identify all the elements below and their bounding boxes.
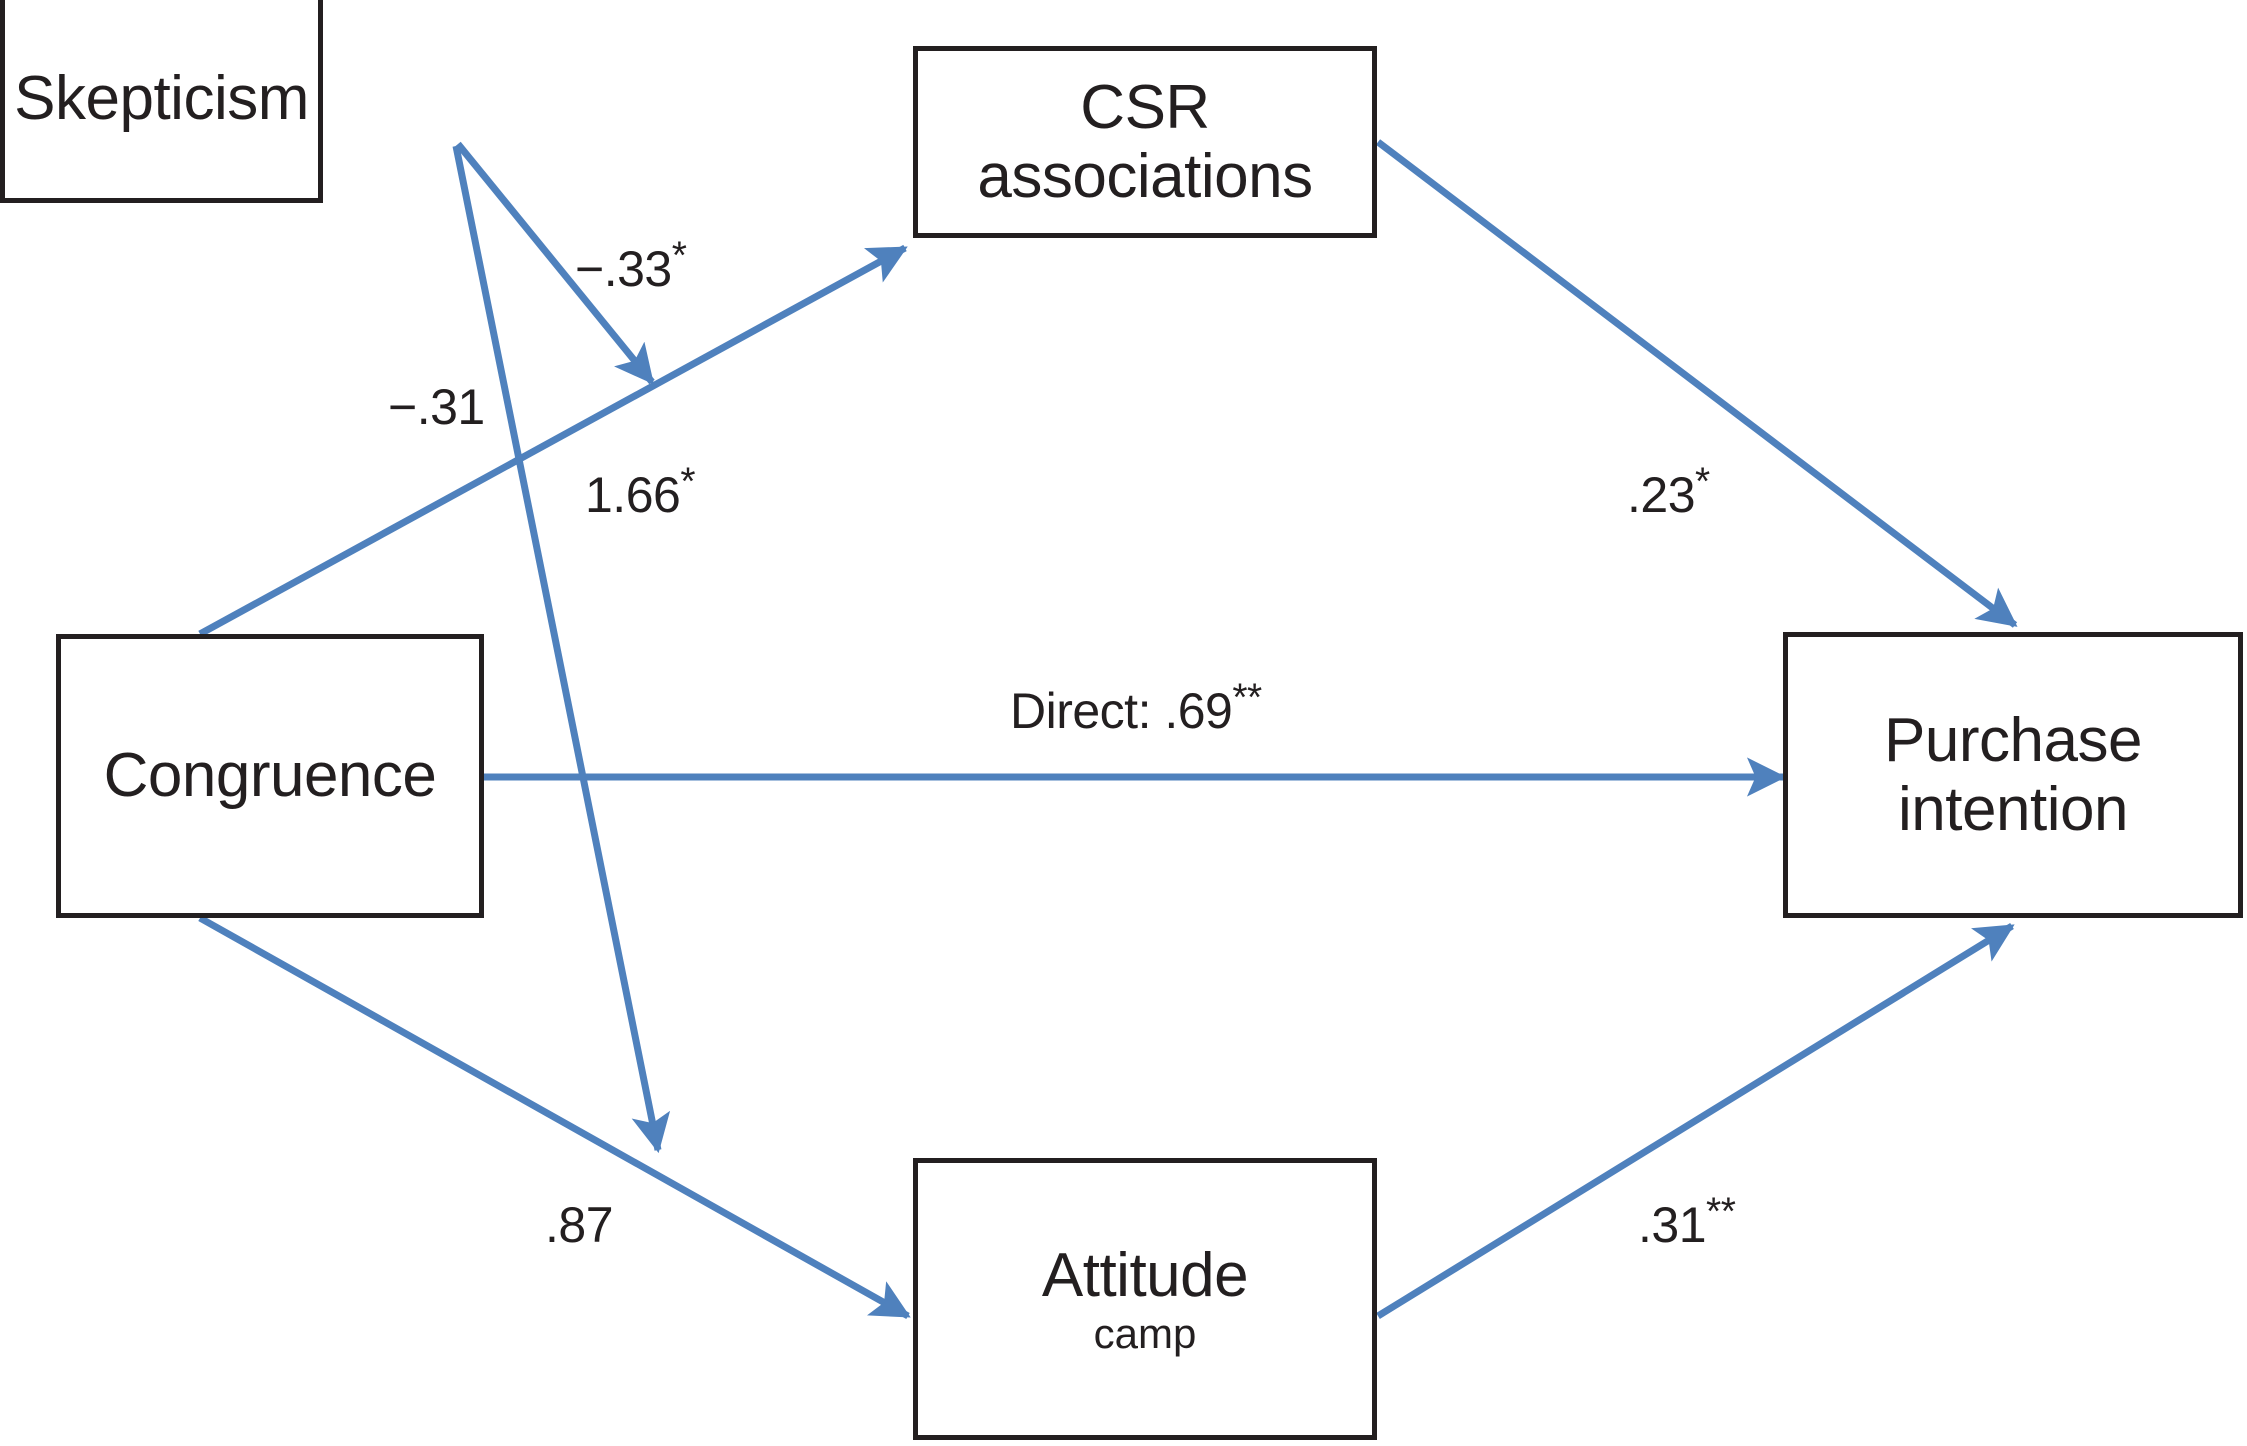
edge-label-attitude-to-purchase: .31** (1638, 1192, 1736, 1254)
node-congruence[interactable]: Congruence (56, 634, 484, 918)
edge-label-value: Direct: .69 (1010, 683, 1233, 739)
edge-label-value: .87 (545, 1197, 614, 1253)
node-purchase-intention[interactable]: Purchase intention (1783, 632, 2243, 918)
node-congruence-label: Congruence (103, 741, 437, 811)
edge-label-stars: ** (1706, 1190, 1736, 1234)
node-attitude-label: Attitude (1041, 1240, 1249, 1310)
edge-label-congruence-to-csr: 1.66* (585, 462, 696, 524)
edge-label-value: 1.66 (585, 467, 681, 523)
edge-congruence-to-attitude (198, 914, 911, 1320)
edge-label-stars: * (680, 460, 696, 504)
node-csr-label-line1: CSR (1080, 72, 1210, 142)
edge-label-value: −.33 (575, 241, 672, 297)
node-attitude-sublabel: camp (1093, 1310, 1197, 1358)
node-purchase-label-line1: Purchase (1884, 705, 2142, 775)
edge-label-skepticism-attitude-moderation: −.31 (388, 378, 485, 436)
edge-skepticism-moderates-csr (455, 141, 655, 385)
edge-label-value: .23 (1627, 467, 1696, 523)
edge-attitude-to-purchase (1376, 923, 2015, 1319)
edge-label-skepticism-csr-moderation: −.33* (575, 236, 687, 298)
edge-label-congruence-to-purchase: Direct: .69** (1010, 678, 1262, 740)
edge-skepticism-moderates-attitude (452, 145, 671, 1154)
edge-label-value: .31 (1638, 1197, 1707, 1253)
edge-label-stars: ** (1232, 676, 1262, 720)
node-skepticism[interactable]: Skepticism (0, 0, 323, 203)
edge-congruence-to-csr (198, 244, 908, 638)
edge-label-stars: * (1695, 460, 1710, 504)
edge-label-stars: * (671, 234, 687, 278)
edge-label-csr-to-purchase: .23* (1627, 462, 1710, 524)
node-csr-associations[interactable]: CSR associations (913, 46, 1377, 238)
edge-label-value: −.31 (388, 379, 485, 435)
node-purchase-label-line2: intention (1898, 775, 2128, 844)
node-csr-label-line2: associations (977, 142, 1313, 211)
edge-csr-to-purchase (1375, 139, 2018, 628)
node-skepticism-label: Skepticism (14, 64, 309, 134)
edge-label-congruence-to-attitude: .87 (545, 1196, 614, 1254)
